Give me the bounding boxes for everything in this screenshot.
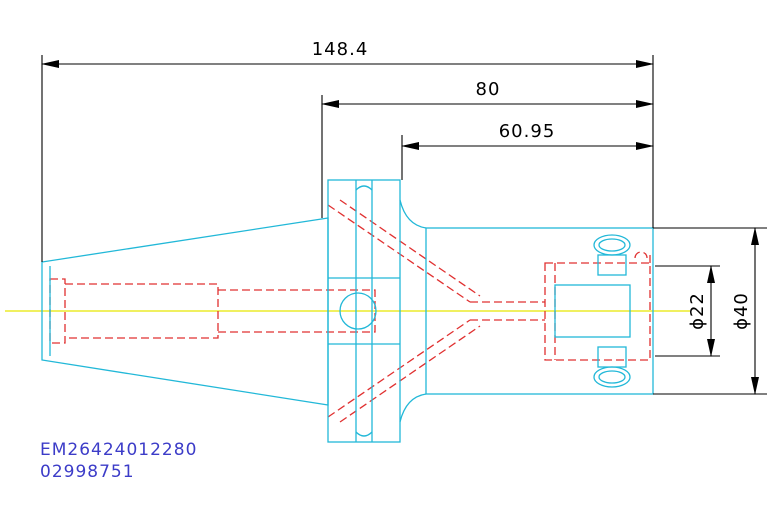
part-code: EM26424012280 (40, 440, 198, 460)
dim-bore-diameter: ϕ22 (687, 292, 708, 330)
dim-body-length: 60.95 (499, 121, 556, 142)
dimensions (41, 55, 767, 395)
dim-flange-length: 80 (476, 79, 501, 100)
dim-outer-diameter: ϕ40 (731, 292, 752, 330)
dim-overall-length: 148.4 (312, 39, 369, 60)
hidden-lines (49, 199, 651, 423)
part-number: 02998751 (40, 462, 135, 482)
part-outline (41, 179, 654, 443)
